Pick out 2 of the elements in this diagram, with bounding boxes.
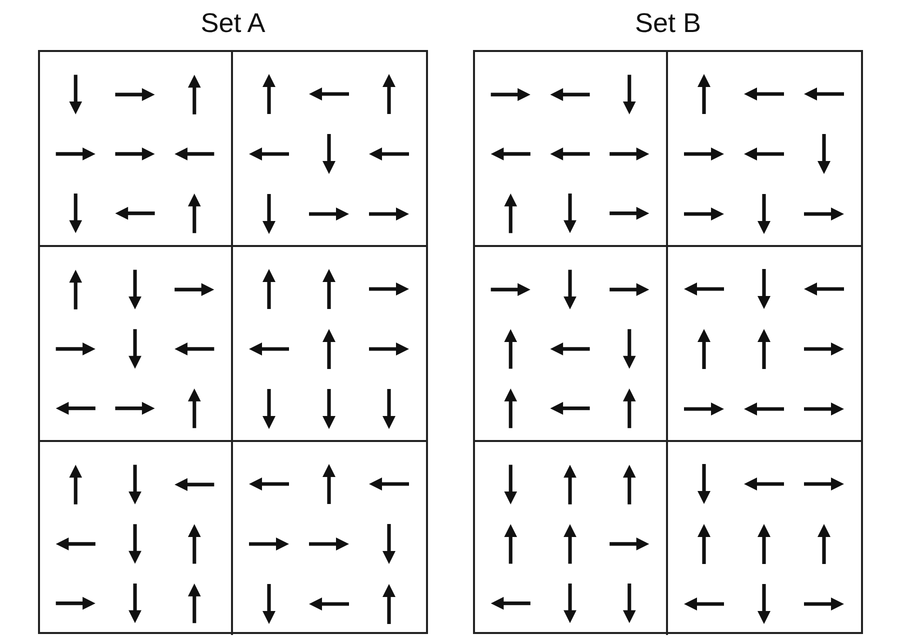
set-title: Set A bbox=[200, 6, 266, 50]
set-title: Set B bbox=[634, 6, 702, 50]
